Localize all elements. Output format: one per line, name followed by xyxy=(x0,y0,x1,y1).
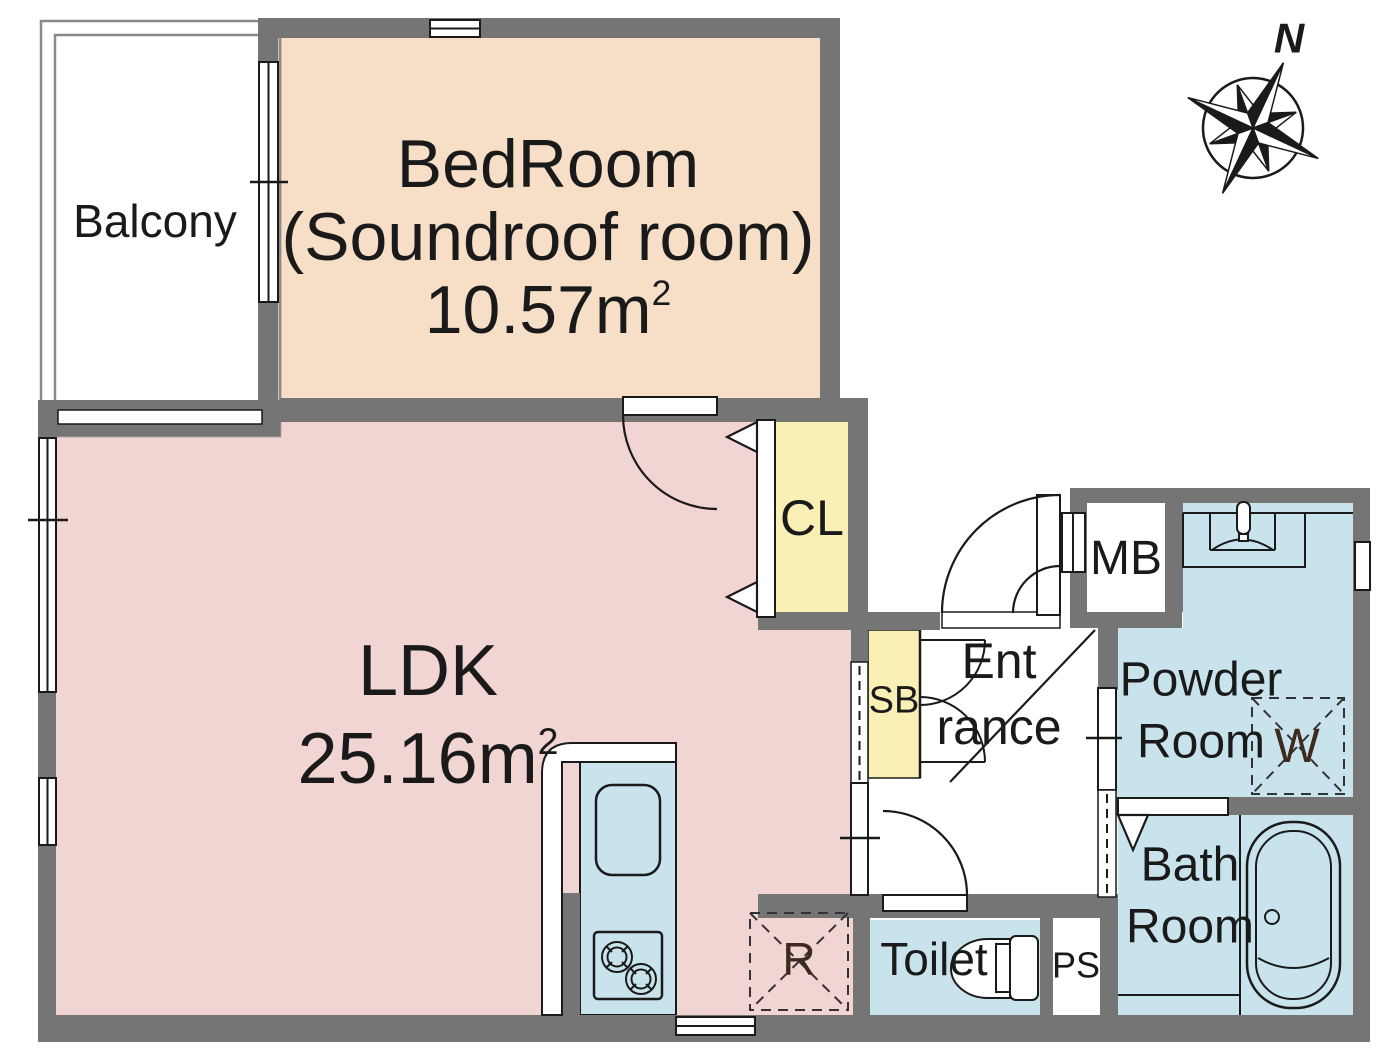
bedroom-floor xyxy=(278,38,820,398)
compass-rose-icon xyxy=(1187,62,1319,194)
balcony-label: Balcony xyxy=(73,195,237,248)
bath-room-label: Bath Room xyxy=(1126,835,1254,960)
bath-line1: Bath xyxy=(1140,838,1240,892)
windows xyxy=(28,19,1371,1036)
closet-label: CL xyxy=(780,490,844,546)
powder-line1: Powder xyxy=(1119,653,1283,707)
ldk-area: 25.16m2 xyxy=(297,719,559,799)
sink-icon xyxy=(594,783,662,877)
bedroom-area: 10.57m2 xyxy=(424,271,672,348)
balcony-door-icon xyxy=(250,61,288,303)
washer-space-box xyxy=(1251,697,1345,795)
bath-room-floor xyxy=(1118,815,1353,1015)
ldk-name: LDK xyxy=(357,631,499,712)
shoe-box-label: SB xyxy=(868,679,920,722)
powder-right-window xyxy=(1354,541,1371,591)
bedroom-door xyxy=(621,396,718,511)
washbasin-icon xyxy=(1182,501,1353,568)
hall-sliding-door xyxy=(840,661,880,896)
compass-north-label: N xyxy=(1273,14,1305,62)
stove-icon xyxy=(592,930,664,1001)
bathtub-icon xyxy=(1118,815,1342,1015)
doors xyxy=(621,396,1229,912)
bedroom-label: BedRoom (Soundroof room) 10.57m2 xyxy=(282,128,815,346)
refrigerator-space-box xyxy=(749,912,849,1011)
balcony-facing-window xyxy=(57,409,263,425)
kitchen-counter xyxy=(541,742,677,1016)
ldk-left-window-small xyxy=(38,777,57,846)
entrance-line1: Ent xyxy=(961,633,1037,689)
ldk-floor xyxy=(56,420,853,1017)
shoe-box-doors xyxy=(918,630,986,778)
fixtures xyxy=(541,501,1353,1016)
entrance-door xyxy=(940,493,1086,629)
entrance-step-line xyxy=(949,629,1096,783)
powder-line2: Room xyxy=(1136,716,1266,769)
toilet-door xyxy=(882,809,969,912)
bath-folding-door xyxy=(1116,797,1229,853)
closet-bifold-door xyxy=(724,419,776,618)
powder-room-label: Powder Room xyxy=(1120,650,1283,775)
powder-sliding-door xyxy=(1086,687,1122,898)
bath-line2: Room xyxy=(1125,901,1255,954)
vent-window-icon xyxy=(429,19,481,38)
closet-floor xyxy=(775,420,848,617)
toilet-icon xyxy=(950,935,1039,1001)
entrance-line2: rance xyxy=(936,699,1062,755)
toilet-label: Toilet xyxy=(880,933,988,986)
meter-box-label: MB xyxy=(1090,532,1162,586)
bedroom-subtitle: (Soundroof room) xyxy=(281,198,815,275)
pipe-space-label: PS xyxy=(1051,944,1101,986)
ldk-label: LDK 25.16m2 xyxy=(298,628,559,804)
kitchen-bottom-window xyxy=(675,1016,756,1036)
entrance-label: Ent rance xyxy=(936,628,1061,760)
powder-room-floor xyxy=(1110,503,1353,797)
bedroom-name: BedRoom xyxy=(396,125,700,202)
ldk-left-window-large xyxy=(28,437,68,693)
washer-space-label: W xyxy=(1274,720,1320,774)
refrigerator-space-label: R xyxy=(782,933,816,986)
